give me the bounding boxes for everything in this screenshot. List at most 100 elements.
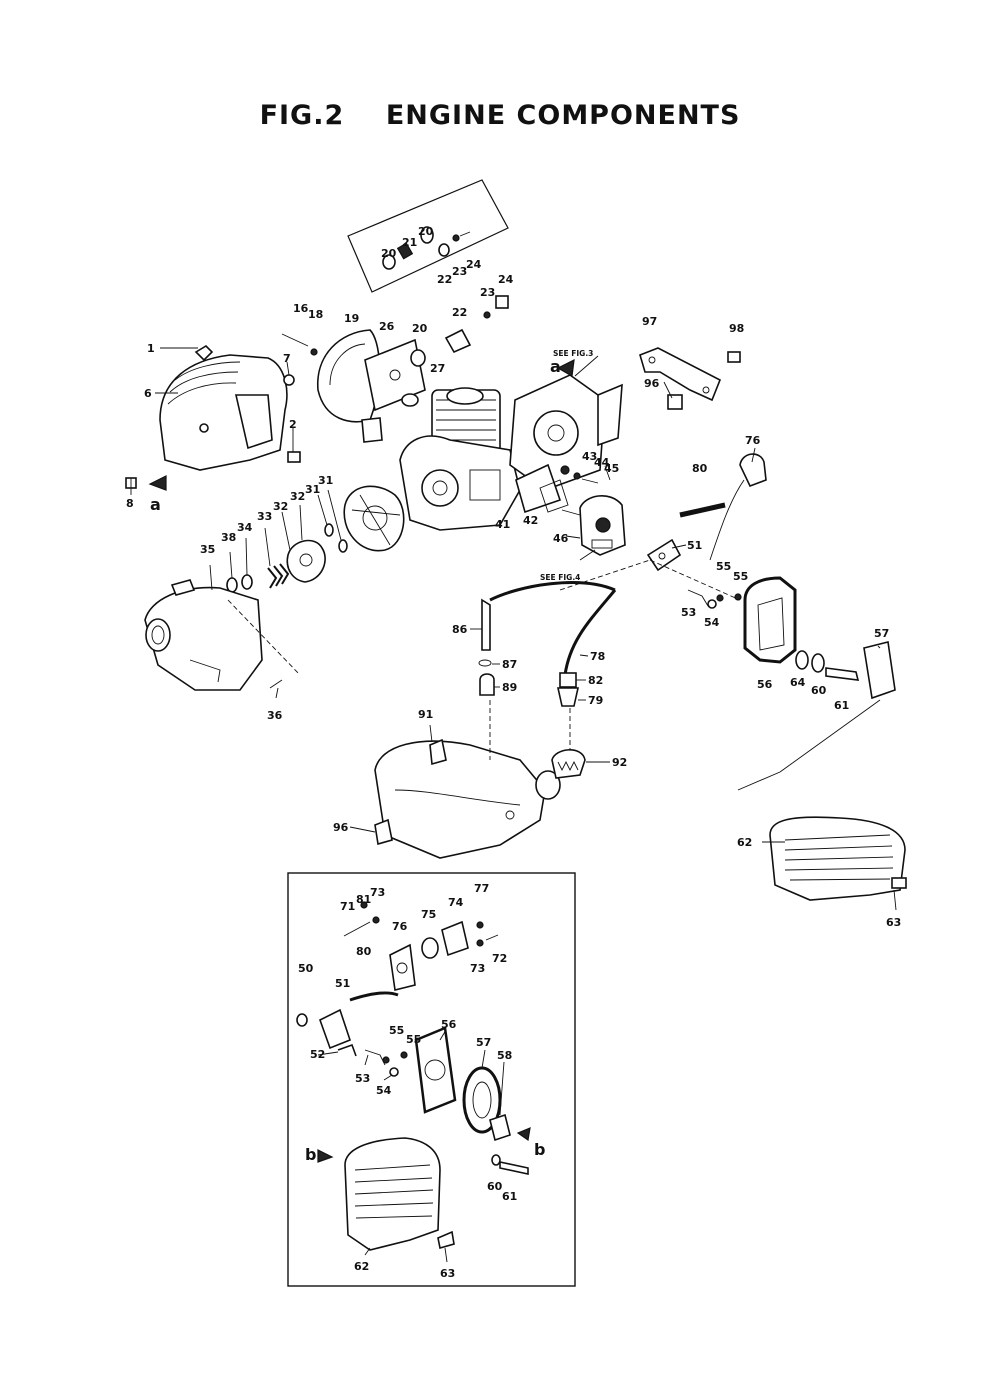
label-96b: 96 — [333, 821, 349, 834]
label-31b: 31 — [318, 474, 333, 487]
label-62b: 62 — [354, 1260, 369, 1273]
washer-55b — [716, 594, 724, 602]
label-35: 35 — [200, 543, 215, 556]
label-33: 33 — [257, 510, 272, 523]
carburetor-insulator-41 — [515, 463, 562, 514]
label-23b: 23 — [480, 286, 495, 299]
engine-cover-6 — [159, 344, 288, 471]
label-36: 36 — [267, 709, 283, 722]
primer-76b — [389, 943, 416, 991]
label-61b: 61 — [502, 1190, 517, 1203]
label-98: 98 — [729, 322, 744, 335]
label-56a: 56 — [757, 678, 773, 691]
fuel-filter-86 — [481, 598, 491, 651]
direction-arrow-a-top — [556, 358, 575, 377]
label-64: 64 — [790, 676, 806, 689]
washer-55a — [734, 593, 742, 601]
fuel-tube-80 — [679, 502, 726, 518]
inset-box-ignition-parts — [347, 179, 509, 293]
label-45: 45 — [604, 462, 619, 475]
spacer-22 — [444, 328, 472, 354]
label-16: 16 — [293, 302, 309, 315]
air-cleaner-plate-51 — [646, 538, 682, 572]
label-86: 86 — [452, 623, 468, 636]
label-63b: 63 — [440, 1267, 455, 1280]
label-74: 74 — [448, 896, 464, 909]
label-55d: 55 — [406, 1033, 421, 1046]
washer-23 — [483, 311, 491, 319]
label-60a: 60 — [811, 684, 827, 697]
see-fig-3-label: SEE FIG.3 — [553, 349, 593, 358]
fuel-line-86 — [489, 581, 616, 602]
label-75: 75 — [421, 908, 436, 921]
label-77: 77 — [474, 882, 489, 895]
label-24a: 24 — [466, 258, 482, 271]
label-87: 87 — [502, 658, 517, 671]
washer-73b — [476, 939, 484, 947]
arrow-letter-a-left: a — [150, 495, 161, 514]
direction-arrow-a-left — [148, 475, 167, 491]
label-21: 21 — [402, 236, 417, 249]
see-fig-4-label: SEE FIG.4 — [540, 573, 580, 582]
bolt-98 — [727, 351, 741, 363]
label-89: 89 — [502, 681, 517, 694]
washer-31 — [324, 523, 334, 537]
label-61a: 61 — [834, 699, 849, 712]
label-80b: 80 — [356, 945, 372, 958]
label-62a: 62 — [737, 836, 752, 849]
grommet-89 — [479, 673, 495, 696]
washer-44 — [573, 472, 581, 480]
label-81: 81 — [356, 893, 371, 906]
label-32a: 32 — [273, 500, 288, 513]
label-60b: 60 — [487, 1180, 503, 1193]
label-97: 97 — [642, 315, 657, 328]
fuel-tube-80b — [349, 991, 399, 1002]
nut-2 — [287, 451, 301, 463]
label-32b: 32 — [290, 490, 305, 503]
flywheel — [343, 485, 405, 552]
label-55c: 55 — [389, 1024, 404, 1037]
direction-arrow-b-right — [516, 1127, 531, 1142]
label-56b: 56 — [441, 1018, 457, 1031]
plate-51b — [319, 1008, 351, 1050]
label-55b: 55 — [733, 570, 748, 583]
damper-96 — [667, 394, 683, 410]
label-2: 2 — [289, 418, 297, 431]
gasket-50 — [296, 1013, 308, 1027]
washer-81 — [360, 901, 368, 909]
label-1: 1 — [147, 342, 155, 355]
label-20c: 20 — [412, 322, 428, 335]
label-82: 82 — [588, 674, 603, 687]
label-54b: 54 — [376, 1084, 392, 1097]
page-title: FIG.2 ENGINE COMPONENTS — [259, 100, 741, 131]
cover-58 — [489, 1113, 511, 1142]
bracket-52 — [337, 1043, 357, 1057]
bolt-71 — [343, 921, 371, 937]
label-24b: 24 — [498, 273, 514, 286]
label-46: 46 — [553, 532, 569, 545]
crankcase — [399, 435, 521, 531]
label-55a: 55 — [716, 560, 731, 573]
arrow-letter-b-right: b — [534, 1140, 545, 1159]
carburetor-gasket-42 — [539, 479, 569, 513]
arrow-letter-b-left: b — [305, 1145, 316, 1164]
cover-57 — [863, 641, 896, 700]
bracket-53b — [364, 1049, 386, 1066]
label-42: 42 — [523, 514, 538, 527]
label-72: 72 — [492, 952, 507, 965]
washer-55d — [400, 1051, 408, 1059]
washer-60b — [491, 1154, 501, 1166]
label-54a: 54 — [704, 616, 720, 629]
primer-bulb-76 — [709, 453, 767, 561]
detail-box-air-cleaner-muffler — [287, 872, 576, 1287]
fuel-cap-92 — [551, 749, 586, 779]
label-19: 19 — [344, 312, 359, 325]
washer-18 — [310, 348, 318, 356]
damper-96b — [374, 818, 393, 846]
bolt-63b — [437, 1230, 455, 1250]
choke-75 — [421, 937, 439, 959]
bolt-72 — [485, 934, 499, 941]
nut-54b — [389, 1067, 399, 1077]
air-cleaner-case-56 — [743, 576, 797, 664]
